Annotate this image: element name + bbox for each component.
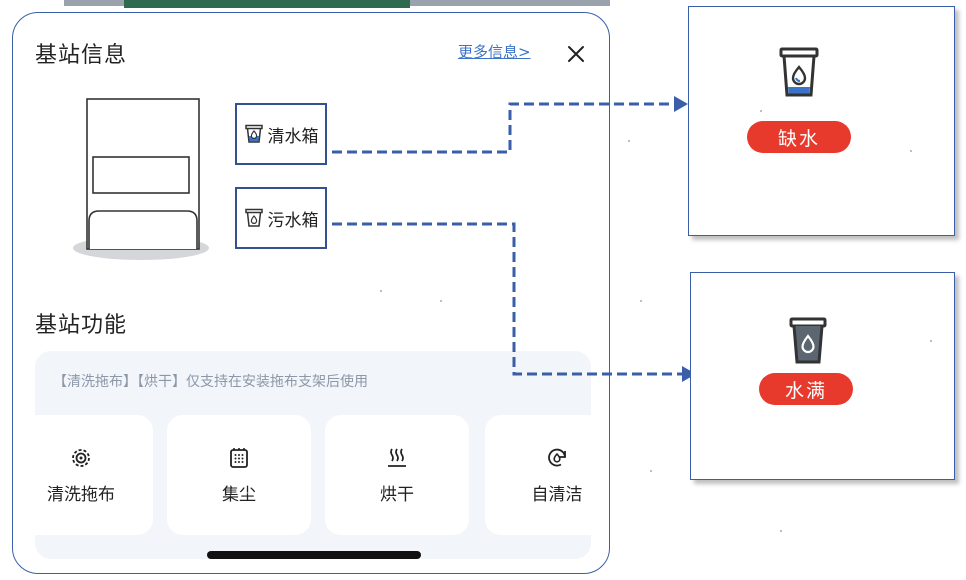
background-strip-right — [410, 0, 610, 6]
function-card-dust-collect[interactable]: 集尘 — [167, 415, 311, 535]
close-button[interactable] — [561, 39, 591, 69]
function-card-wash-mop[interactable]: 清洗拖布 — [13, 415, 153, 535]
clean-tank-icon — [244, 124, 263, 143]
gear-wash-icon — [72, 448, 90, 467]
background-speckle — [930, 340, 932, 342]
dust-bin-icon — [230, 447, 248, 468]
water-shortage-badge: 缺水 — [747, 121, 851, 153]
dirty-tank-label-box[interactable]: 污水箱 — [235, 187, 327, 249]
background-strip — [124, 0, 410, 8]
function-label: 清洗拖布 — [47, 484, 115, 505]
station-info-panel: 基站信息 更多信息> 清水箱 污水箱 基站功能 【清洗拖布】【烘干】仅支持在安装… — [12, 12, 610, 574]
function-note: 【清洗拖布】【烘干】仅支持在安装拖布支架后使用 — [53, 374, 368, 390]
background-speckle — [780, 530, 782, 532]
water-full-callout: 水满 — [690, 272, 955, 480]
background-speckle — [650, 470, 652, 472]
background-speckle — [440, 300, 442, 302]
clean-tank-empty-icon — [779, 47, 819, 97]
dirty-tank-label: 污水箱 — [267, 210, 319, 231]
function-label: 烘干 — [380, 484, 414, 505]
background-speckle — [910, 150, 912, 152]
heat-waves-icon — [388, 448, 406, 467]
home-indicator — [207, 551, 421, 559]
water-shortage-callout: 缺水 — [688, 6, 955, 236]
more-info-link[interactable]: 更多信息> — [458, 43, 531, 61]
close-icon — [568, 46, 584, 62]
water-full-badge: 水满 — [759, 373, 853, 405]
background-speckle — [628, 140, 630, 142]
self-clean-icon — [548, 448, 566, 466]
function-label: 自清洁 — [531, 484, 583, 505]
background-strip-left — [64, 0, 124, 6]
function-card-self-clean[interactable]: 自清洁 — [485, 415, 609, 535]
dirty-tank-full-icon — [789, 317, 827, 364]
station-info-title: 基站信息 — [35, 43, 128, 68]
background-speckle — [380, 290, 382, 292]
function-label: 集尘 — [222, 484, 256, 505]
background-speckle — [640, 300, 642, 302]
function-area: 【清洗拖布】【烘干】仅支持在安装拖布支架后使用 清洗拖布 集尘 — [13, 351, 609, 559]
clean-tank-label-box[interactable]: 清水箱 — [235, 103, 327, 165]
station-function-title: 基站功能 — [35, 313, 128, 338]
background-speckle — [760, 110, 762, 112]
dirty-tank-icon — [244, 208, 263, 227]
base-station-illustration — [73, 98, 209, 260]
clean-tank-label: 清水箱 — [267, 126, 319, 147]
function-card-dry[interactable]: 烘干 — [325, 415, 469, 535]
